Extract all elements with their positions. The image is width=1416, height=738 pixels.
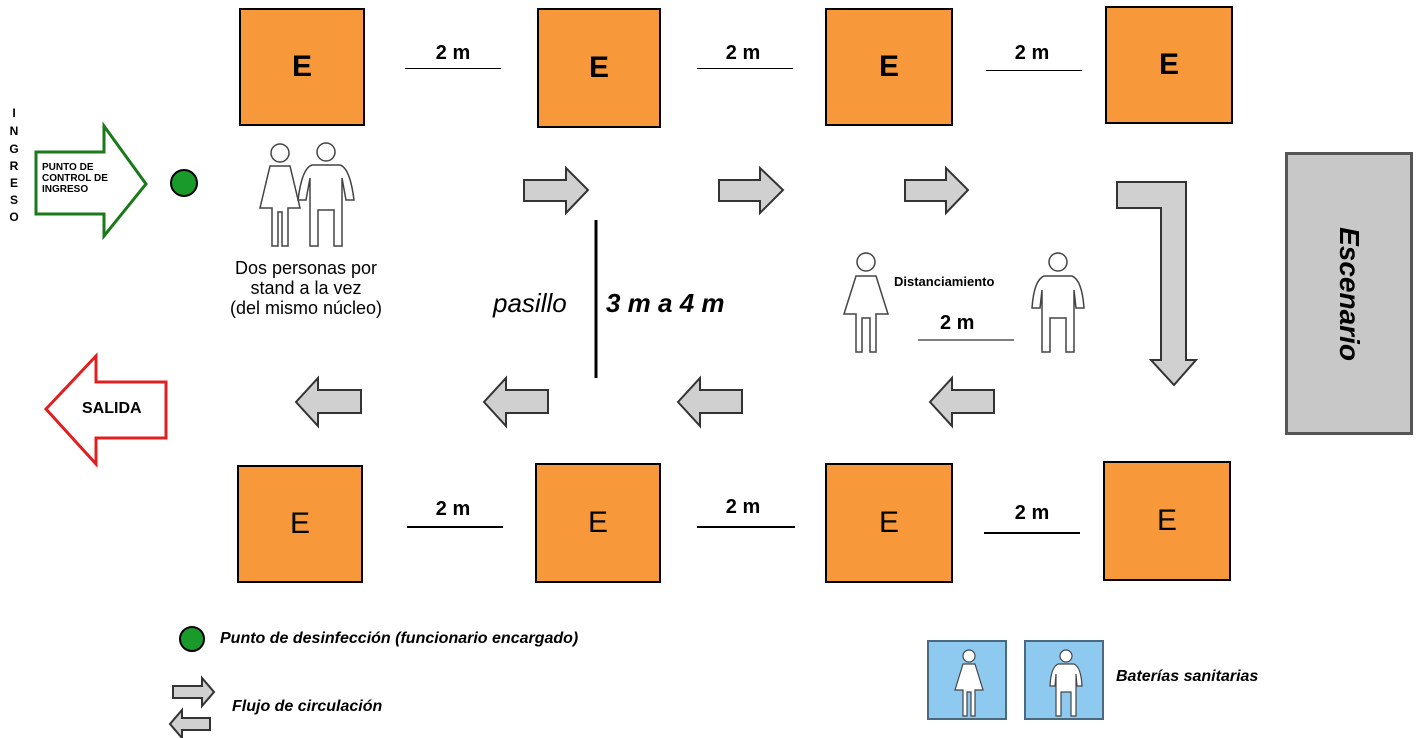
- person-female-icon: [842, 252, 890, 353]
- legend-disinfection-label: Punto de desinfección (funcionario encar…: [220, 630, 579, 647]
- exit-label: SALIDA: [82, 400, 142, 417]
- stand-top-4: E: [1105, 6, 1233, 124]
- distancing-label: Distanciamiento: [894, 274, 995, 289]
- legend-restrooms-label: Baterías sanitarias: [1116, 668, 1259, 685]
- distance-label-bottom-3: 2 m: [1014, 502, 1050, 524]
- restroom-male: [1024, 640, 1104, 720]
- distance-label-bottom-1: 2 m: [435, 498, 471, 520]
- person-male-icon: [1049, 649, 1083, 717]
- distance-line-bottom-2: [697, 526, 795, 528]
- disinfection-dot-icon: [170, 169, 198, 197]
- restroom-female: [927, 640, 1007, 720]
- arrow-right-icon: [718, 165, 785, 216]
- distance-line-top-2: [697, 68, 793, 69]
- stand-bottom-3: E: [825, 463, 953, 583]
- person-female-icon: [954, 649, 984, 717]
- distance-label-top-1: 2 m: [435, 42, 471, 64]
- stage: Escenario: [1285, 152, 1413, 435]
- stand-top-2: E: [537, 8, 661, 128]
- entry-arrow-icon: [34, 121, 148, 241]
- distance-line-top-3: [986, 70, 1082, 71]
- legend-arrow-right-icon: [172, 675, 216, 709]
- arrow-right-icon: [523, 165, 590, 216]
- entry-control-label: PUNTO DE CONTROL DE INGRESO: [42, 162, 108, 195]
- stand-top-3: E: [825, 8, 953, 126]
- distance-line-top-1: [405, 68, 501, 69]
- visitors-note: Dos personas por stand a la vez (del mis…: [229, 258, 383, 318]
- couple-icon: [259, 142, 355, 247]
- distance-line-bottom-3: [984, 532, 1080, 534]
- arrow-left-icon: [482, 375, 549, 429]
- arrow-down-icon: [1116, 181, 1199, 387]
- exit-arrow-icon: [43, 352, 168, 468]
- stand-top-1: E: [239, 8, 365, 126]
- legend-disinfection-dot-icon: [179, 626, 205, 652]
- distancing-distance-label: 2 m: [940, 312, 975, 334]
- stand-bottom-1: E: [237, 465, 363, 583]
- distance-line-bottom-1: [407, 526, 503, 528]
- legend-arrow-left-icon: [168, 707, 211, 738]
- person-male-icon: [1031, 252, 1085, 353]
- arrow-left-icon: [294, 375, 362, 429]
- stand-bottom-2: E: [535, 463, 661, 583]
- stage-label: Escenario: [1334, 226, 1365, 361]
- aisle-label: pasillo: [493, 288, 567, 318]
- distance-label-bottom-2: 2 m: [725, 496, 761, 518]
- legend-flow-label: Flujo de circulación: [232, 698, 383, 715]
- distance-label-top-3: 2 m: [1014, 42, 1050, 64]
- arrow-left-icon: [928, 375, 995, 429]
- aisle-width-label: 3 m a 4 m: [606, 288, 725, 318]
- arrow-left-icon: [676, 375, 743, 429]
- arrow-right-icon: [904, 165, 970, 216]
- stand-bottom-4: E: [1103, 461, 1231, 581]
- distance-label-top-2: 2 m: [725, 42, 761, 64]
